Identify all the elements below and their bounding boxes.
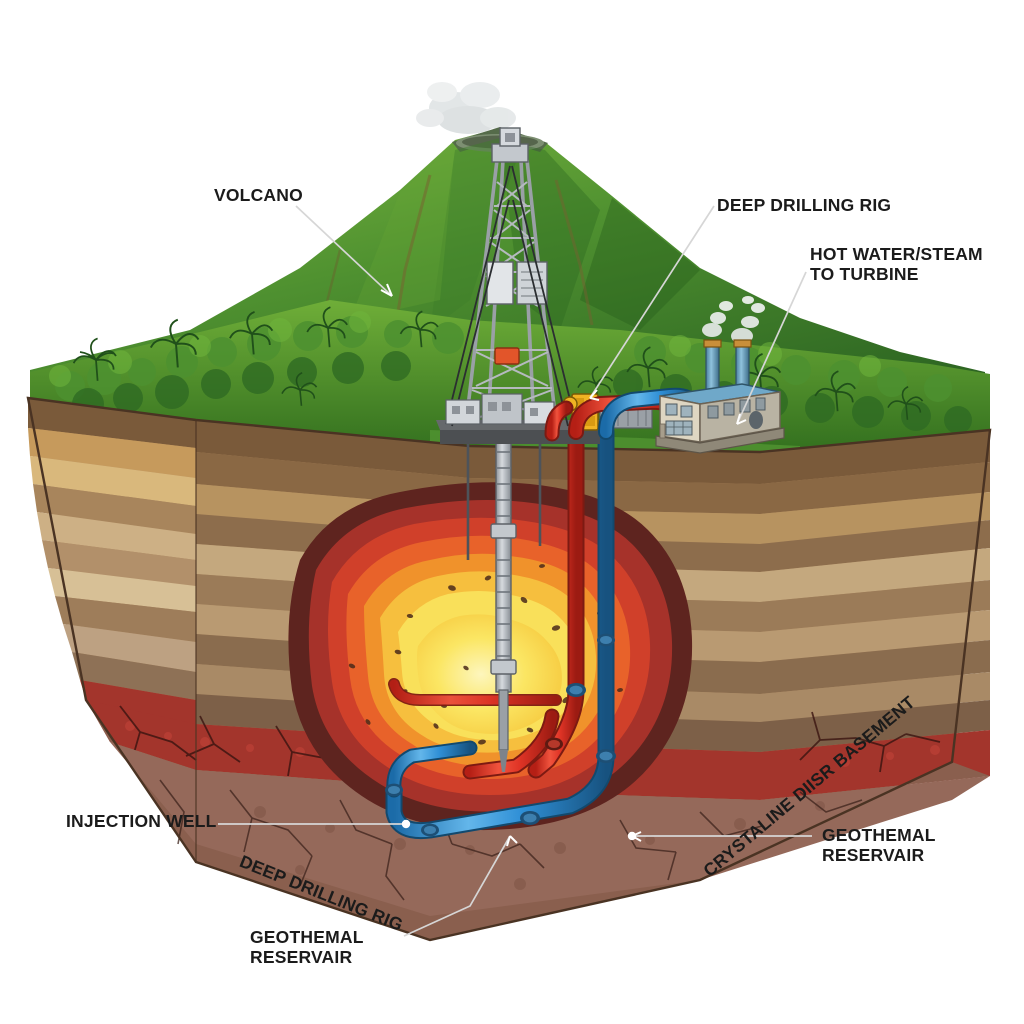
label-volcano: VOLCANO: [214, 185, 303, 205]
pipe-joint-collar: [385, 633, 616, 837]
crater-steam-plume: [416, 82, 516, 134]
strata-left-face: [28, 398, 196, 742]
drill-string: [466, 429, 542, 772]
label-leader-lines: [218, 205, 812, 937]
rock-fractures: [119, 705, 941, 777]
well-piping-subsurface: [385, 423, 616, 840]
magma-chamber: [288, 482, 693, 831]
label-geothermal-reservoir-right: GEOTHEMAL RESERVAIR: [822, 825, 936, 865]
label-hot-water-steam-to-turbine: HOT WATER/STEAM TO TURBINE: [810, 244, 983, 284]
label-geothermal-reservoir-left: GEOTHEMAL RESERVAIR: [250, 927, 364, 967]
label-injection-well: INJECTION WELL: [66, 811, 217, 831]
label-deep-drilling-rig: DEEP DRILLING RIG: [717, 195, 892, 215]
